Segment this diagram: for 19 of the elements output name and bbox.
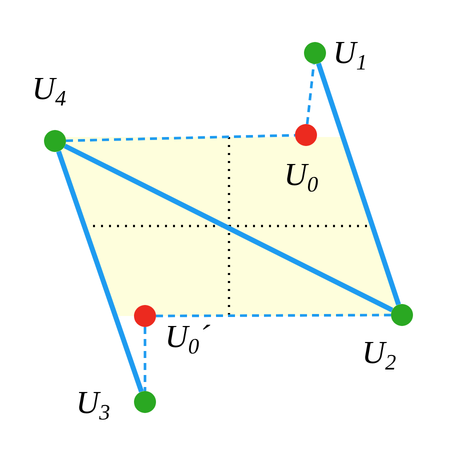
dashed-line [66,134,296,142]
point-label: U$_{4}$ [32,72,66,104]
point-label: U$_{0}$ [284,158,318,190]
line-segment [316,62,401,306]
dashed-line [306,64,316,124]
point-dot [134,391,156,413]
point-dot [295,124,317,146]
line-segment [56,150,144,392]
line-segment [64,144,394,312]
dashed-line [156,314,391,318]
point-dot [304,42,326,64]
point-label: U$_{2}$ [362,336,396,368]
point-label: U$_{3}$ [76,386,110,418]
point-label: U$_{1}$ [333,36,368,68]
point-dot [44,130,66,152]
point-dot [391,304,413,326]
dashed-line [144,327,146,391]
point-dot [134,305,156,327]
point-label: U$_{0}$´ [165,320,210,352]
